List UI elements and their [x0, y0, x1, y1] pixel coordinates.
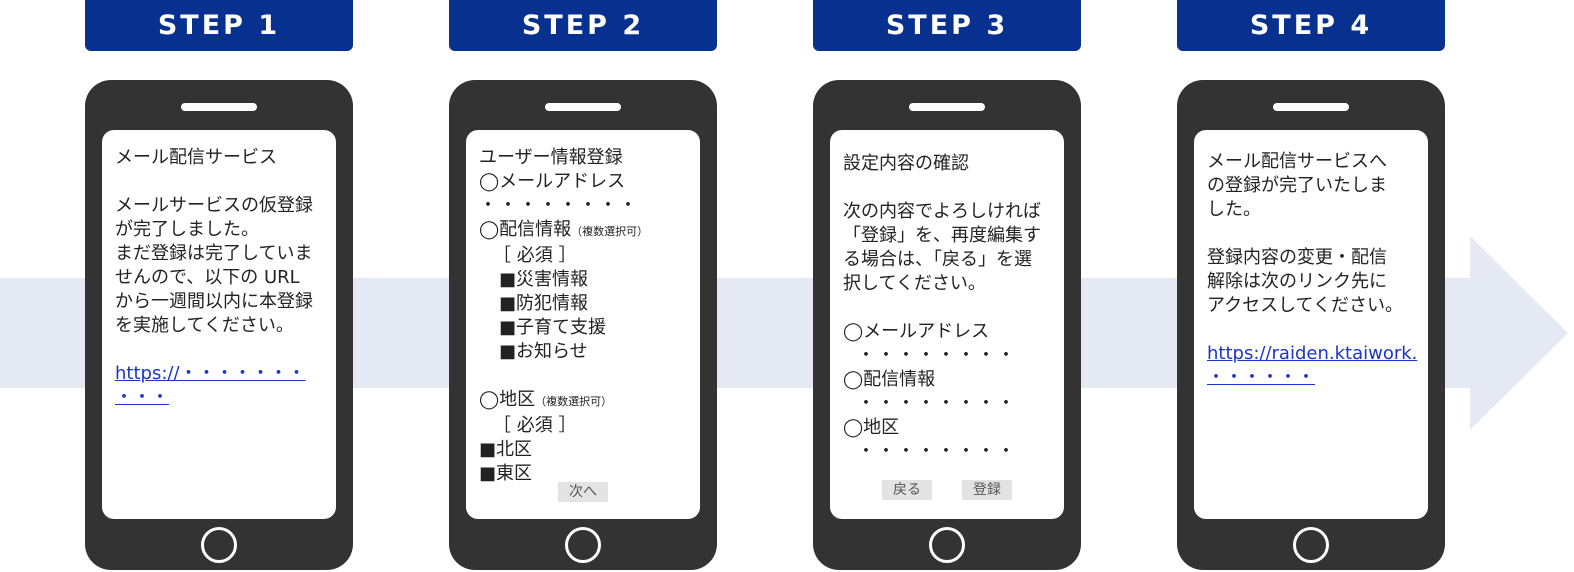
- phone-speaker: [181, 103, 257, 111]
- email-field-dots[interactable]: ・・・・・・・・: [479, 195, 639, 216]
- district-option[interactable]: ■北区: [479, 439, 533, 460]
- body-line: の登録が完了いたしま: [1207, 175, 1387, 196]
- body-line: メールサービスの仮登録: [115, 195, 313, 216]
- body-line: を実施してください。: [115, 315, 294, 336]
- delivery-label: ◯配信情報: [479, 219, 572, 240]
- phone-step-1: メール配信サービス メールサービスの仮登録 が完了しました。 まだ登録は完了して…: [85, 80, 353, 570]
- flow-arrow-head: [1470, 236, 1568, 430]
- delivery-option[interactable]: ■子育て支援: [499, 317, 607, 338]
- phone-step-3: 設定内容の確認 次の内容でよろしければ 「登録」を、再度編集す る場合は、「戻る…: [813, 80, 1081, 570]
- confirm-item-label: ◯メールアドレス: [843, 321, 990, 342]
- body-line: から一週間以内に本登録: [115, 291, 313, 312]
- register-button[interactable]: 登録: [962, 480, 1012, 500]
- email-label: ◯メールアドレス: [479, 171, 626, 192]
- body-line: 択してください。: [843, 273, 986, 294]
- step-3-header: STEP 3: [813, 0, 1081, 51]
- required-label: ［ 必須 ］: [493, 415, 577, 436]
- multi-select-note: （複数選択可）: [571, 225, 649, 238]
- body-line: メール配信サービスへ: [1207, 151, 1387, 172]
- screen-title: ユーザー情報登録: [479, 147, 623, 168]
- screen-title: メール配信サービス: [115, 147, 277, 168]
- home-button-icon: [201, 527, 237, 563]
- confirm-item-label: ◯配信情報: [843, 369, 936, 390]
- step-2-header: STEP 2: [449, 0, 717, 51]
- confirm-item-value: ・・・・・・・・: [857, 441, 1017, 462]
- settings-link-cont[interactable]: ・・・・・・: [1207, 367, 1315, 388]
- body-line: アクセスしてください。: [1207, 295, 1404, 316]
- delivery-option[interactable]: ■災害情報: [499, 269, 589, 290]
- required-label: ［ 必須 ］: [493, 245, 577, 266]
- body-line: 登録内容の変更・配信: [1207, 247, 1387, 268]
- back-button[interactable]: 戻る: [882, 480, 932, 500]
- delivery-option[interactable]: ■防犯情報: [499, 293, 589, 314]
- registration-link-cont[interactable]: ・・・: [115, 387, 169, 408]
- multi-select-note: （複数選択可）: [535, 395, 613, 408]
- body-line: 「登録」を、再度編集す: [843, 225, 1041, 246]
- phone-screen: メール配信サービスへ の登録が完了いたしま した。 登録内容の変更・配信 解除は…: [1194, 130, 1428, 519]
- phone-speaker: [909, 103, 985, 111]
- body-line: 解除は次のリンク先に: [1207, 271, 1387, 292]
- body-line: る場合は、「戻る」を選: [843, 249, 1032, 270]
- body-line: 次の内容でよろしければ: [843, 201, 1041, 222]
- home-button-icon: [565, 527, 601, 563]
- phone-step-4: メール配信サービスへ の登録が完了いたしま した。 登録内容の変更・配信 解除は…: [1177, 80, 1445, 570]
- district-option[interactable]: ■東区: [479, 463, 533, 484]
- phone-speaker: [545, 103, 621, 111]
- confirm-item-value: ・・・・・・・・: [857, 393, 1017, 414]
- delivery-option[interactable]: ■お知らせ: [499, 341, 588, 362]
- body-line: した。: [1207, 199, 1261, 220]
- settings-link[interactable]: https://raiden.ktaiwork.: [1207, 343, 1418, 364]
- phone-screen: 設定内容の確認 次の内容でよろしければ 「登録」を、再度編集す る場合は、「戻る…: [830, 130, 1064, 519]
- phone-screen: ユーザー情報登録 ◯メールアドレス ・・・・・・・・ ◯配信情報（複数選択可） …: [466, 130, 700, 519]
- body-line: まだ登録は完了していま: [115, 243, 313, 264]
- district-label: ◯地区: [479, 389, 536, 410]
- body-line: せんので、以下の URL: [115, 267, 300, 288]
- phone-speaker: [1273, 103, 1349, 111]
- confirm-item-value: ・・・・・・・・: [857, 345, 1017, 366]
- screen-title: 設定内容の確認: [843, 153, 969, 174]
- home-button-icon: [929, 527, 965, 563]
- home-button-icon: [1293, 527, 1329, 563]
- confirm-item-label: ◯地区: [843, 417, 900, 438]
- body-line: が完了しました。: [115, 219, 259, 240]
- registration-link[interactable]: https://・・・・・・・: [115, 363, 306, 384]
- step-4-header: STEP 4: [1177, 0, 1445, 51]
- phone-screen: メール配信サービス メールサービスの仮登録 が完了しました。 まだ登録は完了して…: [102, 130, 336, 519]
- step-1-header: STEP 1: [85, 0, 353, 51]
- next-button[interactable]: 次へ: [558, 482, 608, 502]
- phone-step-2: ユーザー情報登録 ◯メールアドレス ・・・・・・・・ ◯配信情報（複数選択可） …: [449, 80, 717, 570]
